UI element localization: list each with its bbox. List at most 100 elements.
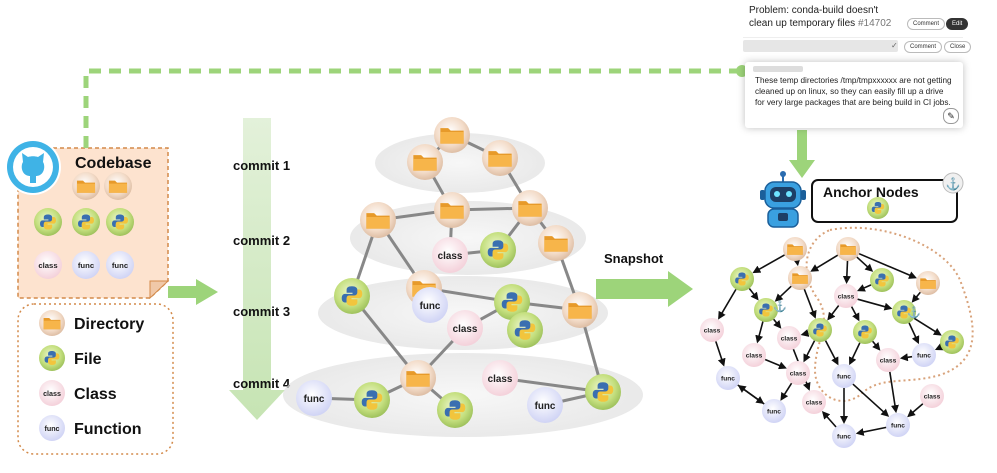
right-node-dir xyxy=(783,237,807,261)
right-graph-edges xyxy=(715,252,944,436)
class-node-label: class xyxy=(704,328,721,335)
func-node-label: func xyxy=(535,401,556,412)
right-node-class: class xyxy=(742,343,766,367)
class-node-label: class xyxy=(781,336,798,343)
class-node-label: class xyxy=(38,261,57,270)
right-node-class: class xyxy=(920,384,944,408)
legend-file-label: File xyxy=(74,351,102,368)
right-node-file xyxy=(853,320,877,344)
func-node-label: func xyxy=(304,394,325,405)
right-node-func: func xyxy=(886,413,910,437)
func-node-label: func xyxy=(44,425,59,433)
func-node-label: func xyxy=(721,376,735,383)
right-node-func: func xyxy=(832,364,856,388)
middle-node-dir xyxy=(400,360,436,396)
codebase-node-func: func xyxy=(72,251,100,279)
close-button[interactable]: Close xyxy=(944,41,972,53)
class-node-label: class xyxy=(924,394,941,401)
issue-title-text: Problem: conda-build doesn't clean up te… xyxy=(749,5,879,29)
right-node-dir xyxy=(788,266,812,290)
right-node-func: func xyxy=(716,366,740,390)
codebase-node-file xyxy=(106,208,134,236)
codebase-node-dir xyxy=(72,172,100,200)
anchor-icon: ⚓ xyxy=(942,172,964,194)
codebase-node-file xyxy=(34,208,62,236)
comment-button-2[interactable]: Comment xyxy=(904,41,943,53)
snapshot-label: Snapshot xyxy=(604,251,664,266)
anchor-icon: ⚓ xyxy=(773,300,787,313)
codebase-node-class: class xyxy=(34,251,62,279)
class-node-label: class xyxy=(488,374,513,385)
right-node-class: class xyxy=(786,361,810,385)
codebase-nodes: class func func xyxy=(34,172,134,279)
middle-node-file xyxy=(585,374,621,410)
issue-to-anchor-arrow xyxy=(789,130,815,178)
right-node-class: class xyxy=(777,326,801,350)
legend-function-label: Function xyxy=(74,421,142,438)
issue-number: #14702 xyxy=(857,18,892,29)
edit-button[interactable]: Edit xyxy=(946,18,969,30)
codebase-node-func: func xyxy=(106,251,134,279)
middle-node-dir xyxy=(434,117,470,153)
middle-node-file xyxy=(437,392,473,428)
class-node-label: class xyxy=(880,358,897,365)
github-icon xyxy=(5,139,61,195)
snapshot-arrow xyxy=(596,271,693,307)
right-node-class: class xyxy=(802,390,826,414)
svg-text:⚓: ⚓ xyxy=(946,177,961,191)
legend-directory-icon xyxy=(39,310,65,336)
commit-label-4: commit 4 xyxy=(233,376,291,391)
edit-pen-icon[interactable]: ✎ xyxy=(943,108,959,124)
check-icon: ✓ xyxy=(891,41,898,50)
middle-node-file xyxy=(334,278,370,314)
func-node-label: func xyxy=(112,261,129,270)
issue-comment-input[interactable] xyxy=(743,40,898,52)
middle-node-class: class xyxy=(447,310,483,346)
issue-card: Problem: conda-build doesn't clean up te… xyxy=(741,0,972,130)
middle-node-file xyxy=(480,232,516,268)
middle-node-dir xyxy=(562,292,598,328)
func-node-label: func xyxy=(78,261,95,270)
right-node-func: func xyxy=(762,399,786,423)
right-node-dir xyxy=(836,237,860,261)
right-node-func: func xyxy=(912,343,936,367)
middle-node-func: func xyxy=(412,287,448,323)
robot-icon xyxy=(760,171,806,228)
class-node-label: class xyxy=(746,353,763,360)
right-node-file xyxy=(808,318,832,342)
anchor-nodes-title: Anchor Nodes xyxy=(823,184,919,200)
arrow-to-commits xyxy=(168,279,218,305)
middle-node-func: func xyxy=(296,380,332,416)
middle-node-class: class xyxy=(432,237,468,273)
issue-body-text: These temp directories /tmp/tmpxxxxxx ar… xyxy=(755,76,952,107)
commit-label-2: commit 2 xyxy=(233,233,290,248)
legend-class-icon: class xyxy=(39,380,65,406)
middle-node-dir xyxy=(434,192,470,228)
codebase-title: Codebase xyxy=(75,155,152,172)
issue-title: Problem: conda-build doesn't clean up te… xyxy=(749,4,899,30)
issue-body: These temp directories /tmp/tmpxxxxxx ar… xyxy=(745,62,963,128)
issue-author xyxy=(753,66,803,72)
class-node-label: class xyxy=(790,371,807,378)
class-node-label: class xyxy=(838,294,855,301)
right-node-file xyxy=(870,268,894,292)
issue-divider xyxy=(743,37,963,38)
right-node-file xyxy=(940,330,964,354)
class-node-label: class xyxy=(438,251,463,262)
right-node-file xyxy=(730,267,754,291)
right-node-class: class xyxy=(700,318,724,342)
commit-label-3: commit 3 xyxy=(233,304,290,319)
func-node-label: func xyxy=(837,374,851,381)
comment-button[interactable]: Comment xyxy=(907,18,946,30)
legend-function-icon: func xyxy=(39,415,65,441)
class-node-label: class xyxy=(806,400,823,407)
middle-node-class: class xyxy=(482,360,518,396)
middle-node-file xyxy=(494,284,530,320)
middle-node-dir xyxy=(407,144,443,180)
legend-file-icon xyxy=(39,345,65,371)
right-node-func: func xyxy=(832,424,856,448)
anchor-icon: ⚓ xyxy=(907,306,921,319)
right-graph-nodes: class class class class class func class func fu… xyxy=(700,197,964,448)
anchor-highlight-region xyxy=(805,226,974,402)
